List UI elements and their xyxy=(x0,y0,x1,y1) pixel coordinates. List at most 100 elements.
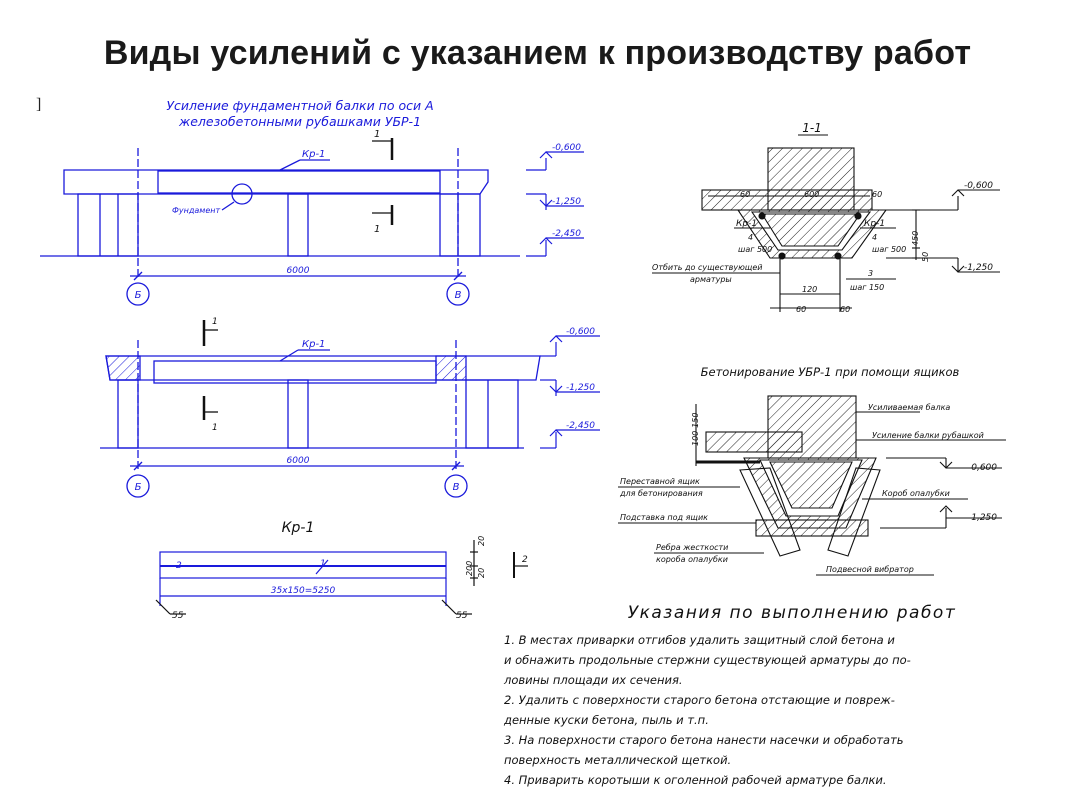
plan-mid-kr: Кр-1 xyxy=(302,339,325,350)
plan-top-pier-left xyxy=(77,193,139,257)
kr-detail-pos-right: 1 xyxy=(320,559,326,569)
plan-mid-levels: -0,600 -1,250 -2,450 xyxy=(540,327,600,449)
kr-detail-200: 200 xyxy=(465,561,474,576)
plan-top-axis-right: В xyxy=(455,290,462,301)
section-1-120: 120 xyxy=(802,285,817,294)
plan-mid-level-2: -1,250 xyxy=(566,383,595,393)
section-1-title: 1-1 xyxy=(802,121,822,135)
plan-top-pier-mid xyxy=(287,193,309,257)
section-1-pos-3: 3 xyxy=(868,269,873,278)
concreting-label-ribs: Ребра жесткости xyxy=(656,543,728,552)
plan-top: Усиление фундаментной балки по оси А жел… xyxy=(40,98,520,306)
concreting-label-box-2: для бетонирования xyxy=(619,489,703,498)
plan-top-heading-1: Усиление фундаментной балки по оси А xyxy=(166,98,433,113)
section-1-step-right: шаг 500 xyxy=(872,245,906,254)
kr-detail-55-right: 55 xyxy=(456,611,468,621)
concreting-label-support: Подставка под ящик xyxy=(620,513,708,522)
plan-top-axis-left: Б xyxy=(135,290,142,301)
plan-top-level-1: -0,600 xyxy=(552,143,581,153)
section-1-note: Отбить до существующей xyxy=(652,263,762,272)
concreting-detail: Бетонирование УБР-1 при помощи ящиков 10… xyxy=(618,365,1006,576)
concreting-label-formwork: Короб опалубки xyxy=(882,489,950,498)
plan-top-section-marks: 1 1 xyxy=(372,129,394,235)
section-1-450: 450 xyxy=(911,231,920,246)
instructions-heading: Указания по выполнению работ xyxy=(628,603,957,623)
concreting-level-1: -0,600 xyxy=(968,463,997,473)
plan-mid-section-mark-1: 1 xyxy=(212,317,218,327)
concreting-slab xyxy=(705,431,803,453)
plan-mid-level-1: -0,600 xyxy=(566,327,595,337)
plan-top-heading-2: железобетонными рубашками УБР-1 xyxy=(178,114,421,129)
concreting-label-vibrator: Подвесной вибратор xyxy=(826,565,914,574)
section-1-kr-left: Кр-1 xyxy=(736,219,757,229)
page-title: Виды усилений с указанием к производству… xyxy=(103,34,972,72)
plan-top-span: 6000 xyxy=(287,266,310,276)
plan-mid-axis-right: В xyxy=(453,482,460,493)
plan-mid-section-mark-2: 1 xyxy=(212,423,218,433)
concreting-dim-vertical: 100-150 xyxy=(691,413,700,446)
section-1-600: 600 xyxy=(804,190,819,199)
kr-detail-title: Кр-1 xyxy=(282,520,315,536)
plan-mid-axis-right-circle xyxy=(444,474,468,498)
plan-mid-beam xyxy=(105,355,541,381)
concreting-label-beam: Усиливаемая балка xyxy=(868,403,950,412)
plan-mid-section-marks: 1 1 xyxy=(202,317,218,433)
section-1-note-2: арматуры xyxy=(690,275,732,284)
plan-mid-axis-left: Б xyxy=(135,482,142,493)
concreting-level-2: -1,250 xyxy=(968,513,997,523)
plan-mid: 6000 Б В Кр-1 xyxy=(100,339,541,498)
plan-top-axis-right-circle xyxy=(446,282,470,306)
kr-detail: Кр-1 2 1 35х150=5250 55 55 20 200 20 2 xyxy=(155,520,528,621)
plan-mid-kr-rect xyxy=(153,360,437,384)
plan-top-level-2: -1,250 xyxy=(552,197,581,207)
kr-detail-55-left: 55 xyxy=(172,611,184,621)
plan-top-foundation: Фундамент xyxy=(172,206,220,215)
section-1-level-1: -0,600 xyxy=(964,181,993,191)
instructions-line-2: и обнажить продольные стержни существующ… xyxy=(504,653,911,667)
instructions-line-3: ловины площади их сечения. xyxy=(503,673,683,687)
plan-mid-pier-mid xyxy=(287,379,309,449)
plan-top-level-3: -2,450 xyxy=(552,229,581,239)
plan-mid-span: 6000 xyxy=(287,456,310,466)
plan-mid-pier-left xyxy=(117,379,139,449)
plan-mid-pier-right xyxy=(465,379,519,449)
concreting-title: Бетонирование УБР-1 при помощи ящиков xyxy=(701,365,960,379)
plan-top-pier-right xyxy=(439,193,481,257)
instructions-line-1: 1. В местах приварки отгибов удалить защ… xyxy=(504,633,895,647)
plan-mid-hatch-right xyxy=(435,355,467,381)
plan-top-beam xyxy=(63,169,489,195)
instructions-line-6: 3. На поверхности старого бетона нанести… xyxy=(504,733,904,747)
plan-top-foundation-circle xyxy=(231,183,253,205)
plan-top-kr-rect xyxy=(157,170,441,194)
concreting-label-ribs-2: короба опалубки xyxy=(656,555,728,564)
section-1-bot-60-right: 60 xyxy=(840,305,850,314)
kr-detail-20-bottom: 20 xyxy=(477,568,486,578)
plan-mid-hatch-left xyxy=(105,355,141,381)
instructions-line-8: 4. Приварить коротыши к оголенной рабоче… xyxy=(504,773,887,787)
kr-detail-20-top: 20 xyxy=(477,536,486,546)
instructions-line-5: денные куски бетона, пыль и т.п. xyxy=(503,713,709,727)
section-1-step-3: шаг 150 xyxy=(850,283,884,292)
instructions: Указания по выполнению работ 1. В местах… xyxy=(503,603,957,787)
concreting-label-box: Переставной ящик xyxy=(620,477,700,486)
plan-top-section-mark-2: 1 xyxy=(374,224,380,235)
section-1-pos-4-left: 4 xyxy=(748,233,753,242)
plan-top-section-mark-1: 1 xyxy=(374,129,380,140)
section-1-level-2: -1,250 xyxy=(964,263,993,273)
section-1-60-right: 60 xyxy=(872,190,882,199)
section-1-bot-60-left: 60 xyxy=(796,305,806,314)
concreting-label-jacket: Усиление балки рубашкой xyxy=(872,431,984,440)
section-1-kr-right: Кр-1 xyxy=(864,219,885,229)
plan-mid-level-3: -2,450 xyxy=(566,421,595,431)
plan-mid-axis-left-circle xyxy=(126,474,150,498)
section-1-50: 50 xyxy=(921,252,930,262)
kr-detail-pos-left: 2 xyxy=(176,561,182,571)
section-1-step-left: шаг 500 xyxy=(738,245,772,254)
instructions-line-7: поверхность металлической щеткой. xyxy=(504,753,731,767)
kr-detail-length: 35х150=5250 xyxy=(271,586,336,596)
section-1-slab xyxy=(701,189,873,211)
concreting-support xyxy=(755,519,869,537)
section-1-1: 1-1 60 600 60 Кр-1 Кр-1 4 шаг 500 4 шаг … xyxy=(652,121,1000,314)
plan-top-levels: -0,600 -1,250 -2,450 xyxy=(526,143,584,257)
